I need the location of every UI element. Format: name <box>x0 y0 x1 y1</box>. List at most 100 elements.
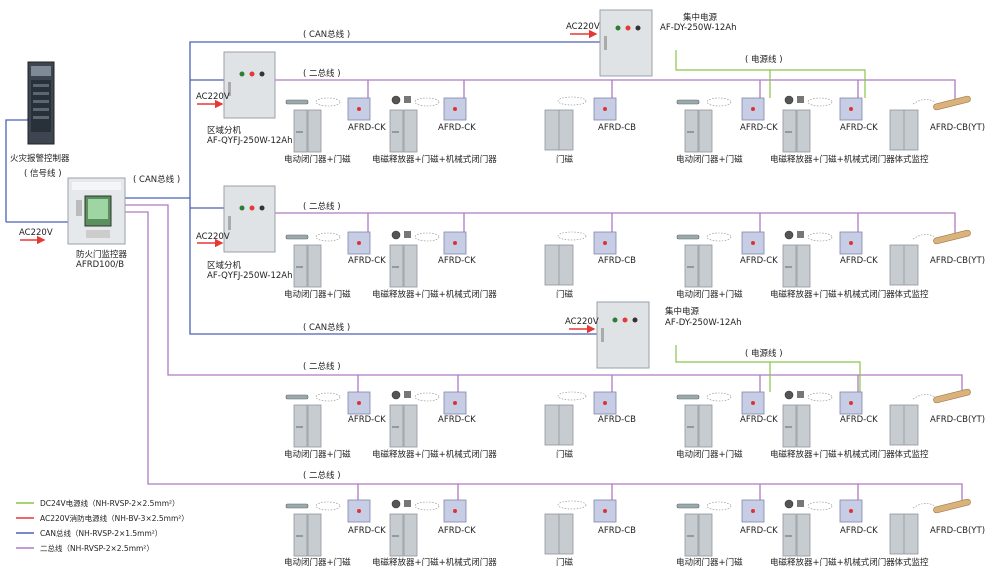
cable-loop-icon <box>912 99 936 105</box>
door-leaf <box>389 404 404 448</box>
fire-alarm-ctrl-label: 火灾报警控制器 <box>10 153 70 164</box>
afrd-cbyt-label: AFRD-CB(YT) <box>930 526 985 536</box>
module-led-icon <box>849 107 853 111</box>
door-closer-label: 电动闭门器+门磁 <box>284 289 351 300</box>
module-led-icon <box>603 401 607 405</box>
afrd-ck-label: AFRD-CK <box>840 415 878 425</box>
door-leaf <box>782 513 797 557</box>
afrd-ck-label: AFRD-CK <box>740 415 778 425</box>
two-bus-label-1: ( 二总线 ) <box>303 68 341 79</box>
power-line-label-2: ( 电源线 ) <box>745 348 783 359</box>
releaser-label: 电磁释放器+门磁+机械式闭门器 <box>770 449 895 460</box>
electromagnet-icon <box>391 95 401 105</box>
door-leaf <box>389 244 404 288</box>
closer-arm-icon <box>285 503 309 509</box>
can-bus-label-3: ( CAN总线 ) <box>303 322 350 333</box>
module-led-icon <box>357 401 361 405</box>
afrd-ck-label: AFRD-CK <box>348 123 386 133</box>
afrd-cb-label: AFRD-CB <box>598 526 636 536</box>
door-leaf <box>293 513 308 557</box>
door-leaf <box>403 513 418 557</box>
fire-alarm-cabinet <box>27 61 55 145</box>
cable-loop-icon <box>912 394 936 400</box>
module-led-icon <box>453 107 457 111</box>
module-led-icon <box>849 241 853 245</box>
ac220v-power2-label: AC220V <box>565 317 599 327</box>
door-magnet-label: 门磁 <box>556 449 574 460</box>
releaser-label: 电磁释放器+门磁+机械式闭门器 <box>372 449 497 460</box>
central-power-2 <box>596 301 650 369</box>
door-leaf <box>389 109 404 153</box>
afrd-cbyt-label: AFRD-CB(YT) <box>930 415 985 425</box>
closer-arm-icon <box>285 99 309 105</box>
ac220v-zone2-label: AC220V <box>196 232 230 242</box>
door-leaf <box>698 244 713 288</box>
device-group: AFRD-CB(YT)一体式监控 <box>886 498 985 568</box>
integrated-monitor-label: 一体式监控 <box>886 449 929 460</box>
central-power-1 <box>599 9 653 77</box>
afrd-ck-label: AFRD-CK <box>740 123 778 133</box>
releaser-body-icon <box>797 500 804 507</box>
central-power-name-1: 集中电源 <box>683 12 718 23</box>
closer-arm-icon <box>676 503 700 509</box>
releaser-label: 电磁释放器+门磁+机械式闭门器 <box>372 289 497 300</box>
cable-loop-icon <box>315 97 341 107</box>
door-leaf <box>307 404 322 448</box>
electromagnet-icon <box>391 390 401 400</box>
cable-loop-icon <box>315 232 341 242</box>
device-group: AFRD-CB(YT) 一体式监控 <box>886 388 985 460</box>
cable-loop-icon <box>912 234 936 240</box>
releaser-body-icon <box>404 231 411 238</box>
door-monitor-device <box>67 177 126 245</box>
legend-item: 二总线（NH-RVSP-2×2.5mm²） <box>16 543 154 553</box>
zone-ext-name-2: 区域分机 <box>207 260 242 271</box>
cable-loop-icon <box>706 232 732 242</box>
afrd-ck-label: AFRD-CK <box>348 415 386 425</box>
legend-item: AC220V消防电源线（NH-BV-3×2.5mm²） <box>16 513 189 523</box>
device-row-1: AFRD-CK电动闭门器+门磁AFRD-CK电磁释放器+门磁+机械式闭门器AFR… <box>284 95 985 165</box>
device-group: AFRD-CK 电磁释放器+门磁+机械式闭门器 <box>770 390 895 460</box>
central-power-name-2: 集中电源 <box>665 306 700 317</box>
afrd-ck-label: AFRD-CK <box>840 526 878 536</box>
module-led-icon <box>453 401 457 405</box>
releaser-body-icon <box>797 231 804 238</box>
releaser-body-icon <box>797 96 804 103</box>
integrated-bar-icon <box>933 498 971 514</box>
electromagnet-icon <box>784 499 794 509</box>
afrd-ck-label: AFRD-CK <box>740 526 778 536</box>
module-led-icon <box>453 241 457 245</box>
door-leaf <box>389 513 404 557</box>
door-leaf <box>293 109 308 153</box>
module-led-icon <box>357 107 361 111</box>
integrated-bar-icon <box>933 388 971 404</box>
module-led-icon <box>603 107 607 111</box>
monitor-model-label: AFRD100/B <box>76 260 124 270</box>
afrd-cbyt-label: AFRD-CB(YT) <box>930 256 985 266</box>
cable-loop-icon <box>557 96 587 106</box>
releaser-label: 电磁释放器+门磁+机械式闭门器 <box>770 154 895 165</box>
closer-arm-icon <box>285 234 309 240</box>
cable-loop-icon <box>807 232 833 242</box>
module-led-icon <box>357 509 361 513</box>
module-led-icon <box>849 401 853 405</box>
closer-arm-icon <box>676 99 700 105</box>
door-leaf <box>403 244 418 288</box>
door-leaf <box>307 513 322 557</box>
afrd-ck-label: AFRD-CK <box>438 123 476 133</box>
legend: DC24V电源线（NH-RVSP-2×2.5mm²）AC220V消防电源线（NH… <box>16 498 189 553</box>
two-bus-label-2: ( 二总线 ) <box>303 201 341 212</box>
door-magnet-label: 门磁 <box>556 289 574 300</box>
cable-loop-icon <box>557 500 587 510</box>
zone-extension-1 <box>223 51 276 119</box>
